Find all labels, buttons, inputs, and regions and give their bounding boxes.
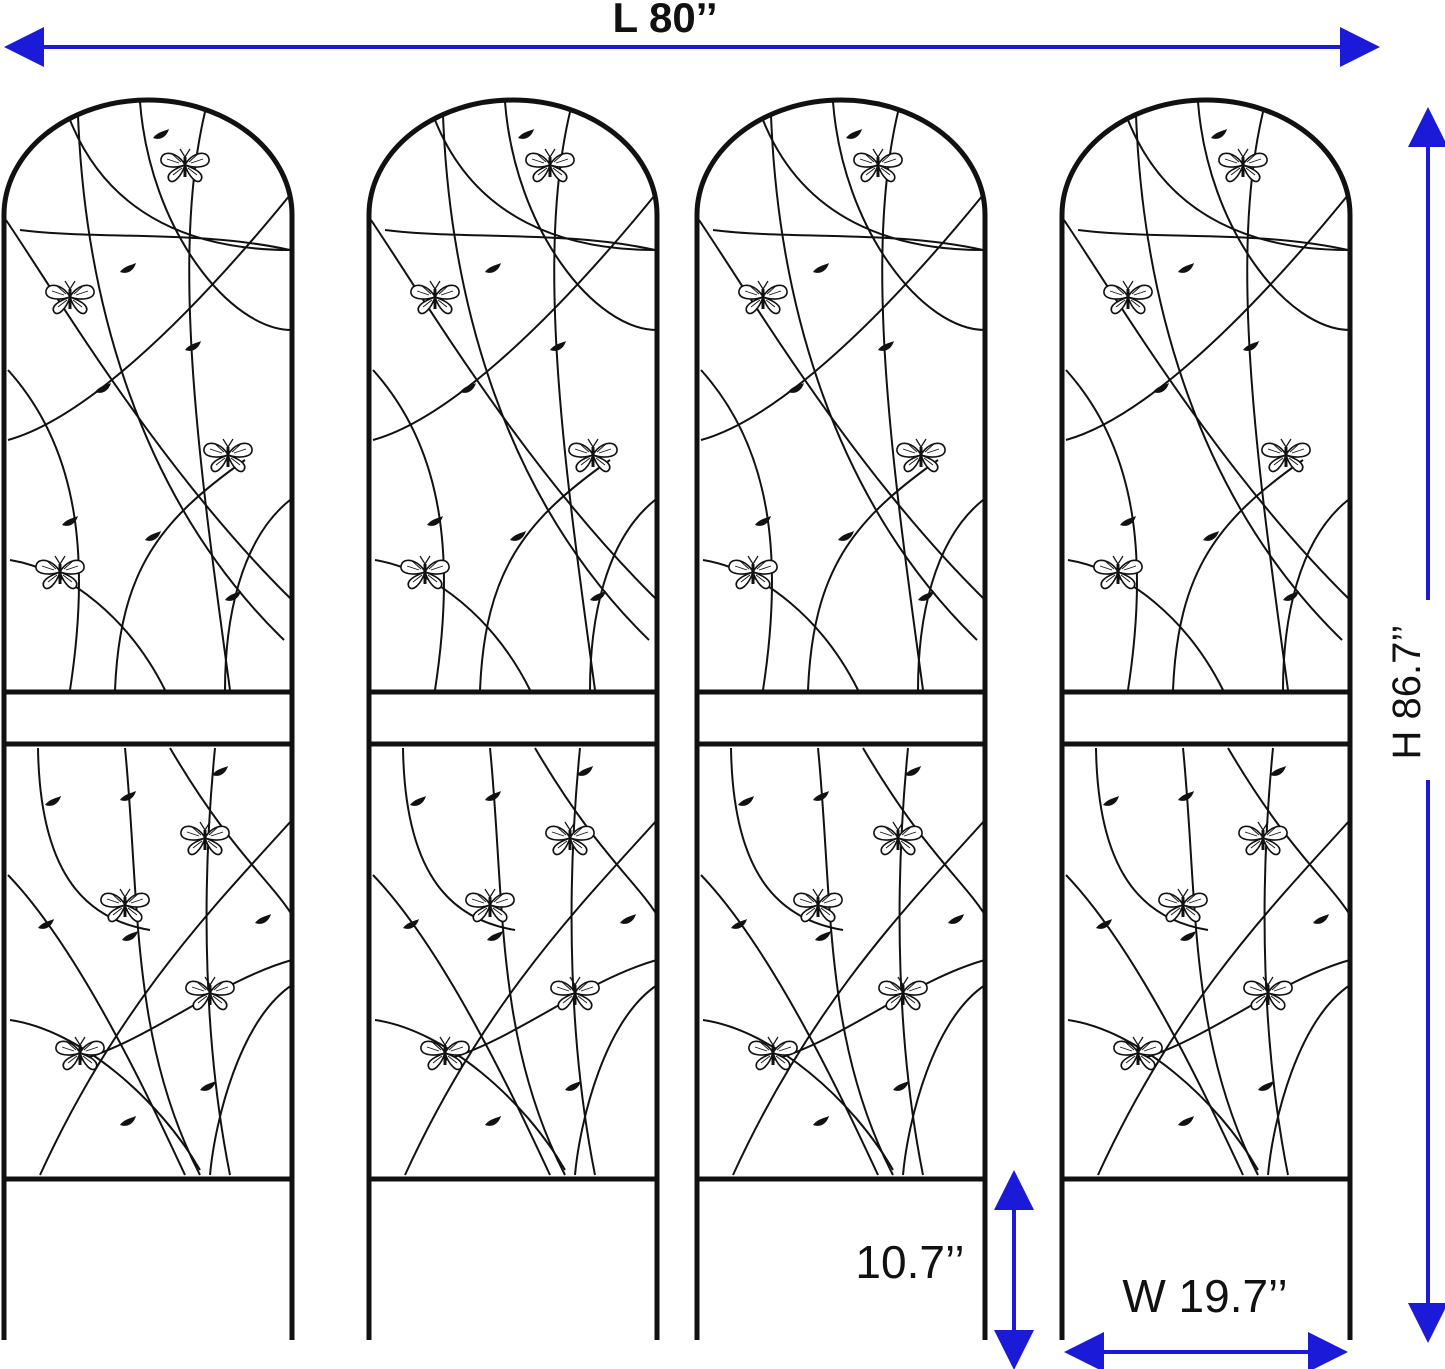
- length-label: L 80’’: [612, 0, 717, 41]
- trellis-panel-3: [697, 100, 985, 1340]
- stake-label: 10.7’’: [855, 1236, 964, 1288]
- width-label: W 19.7’’: [1122, 1270, 1287, 1322]
- trellis-panel-1: [4, 100, 292, 1340]
- height-label: H 86.7’’: [1385, 625, 1429, 760]
- trellis-panel-4: [1062, 100, 1350, 1340]
- trellis-panel-2: [369, 100, 657, 1340]
